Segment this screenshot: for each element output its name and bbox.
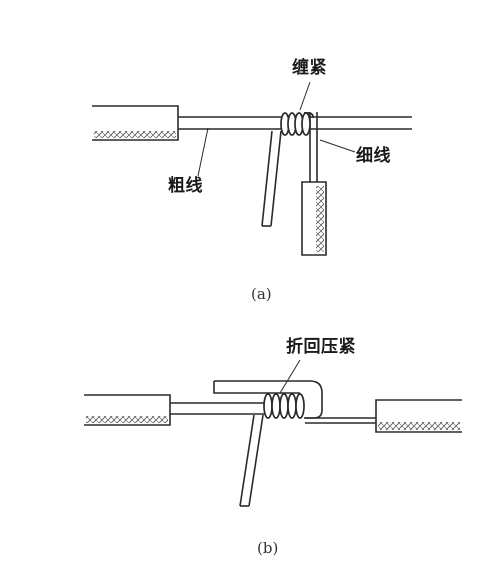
left-conductor: [170, 402, 268, 415]
left-insulation: [84, 394, 171, 426]
thin-wire-conductor: [309, 112, 318, 182]
label-wrap-tight: 缠紧: [292, 58, 327, 78]
thick-wire-insulation: [92, 105, 179, 141]
leader-fold-press: [279, 359, 301, 394]
right-thin-conductor: [305, 417, 376, 424]
figure-a: [92, 81, 412, 256]
leader-wrap: [299, 81, 311, 111]
thin-wire-insulation: [301, 181, 327, 256]
wrap-coil: [280, 112, 314, 136]
right-insulation: [375, 399, 462, 433]
figure-b: [84, 359, 462, 507]
label-thick-wire: 粗线: [168, 176, 203, 196]
caption-b: (b): [257, 539, 279, 557]
bent-conductor-b: [239, 414, 264, 507]
leader-thick-wire: [197, 127, 209, 177]
leader-thin-wire: [319, 139, 356, 153]
label-thin-wire: 细线: [356, 146, 391, 166]
caption-a: (a): [251, 285, 272, 303]
bent-conductor: [261, 130, 282, 227]
wrap-coil-b: [263, 393, 305, 419]
label-fold-press: 折回压紧: [286, 337, 356, 357]
